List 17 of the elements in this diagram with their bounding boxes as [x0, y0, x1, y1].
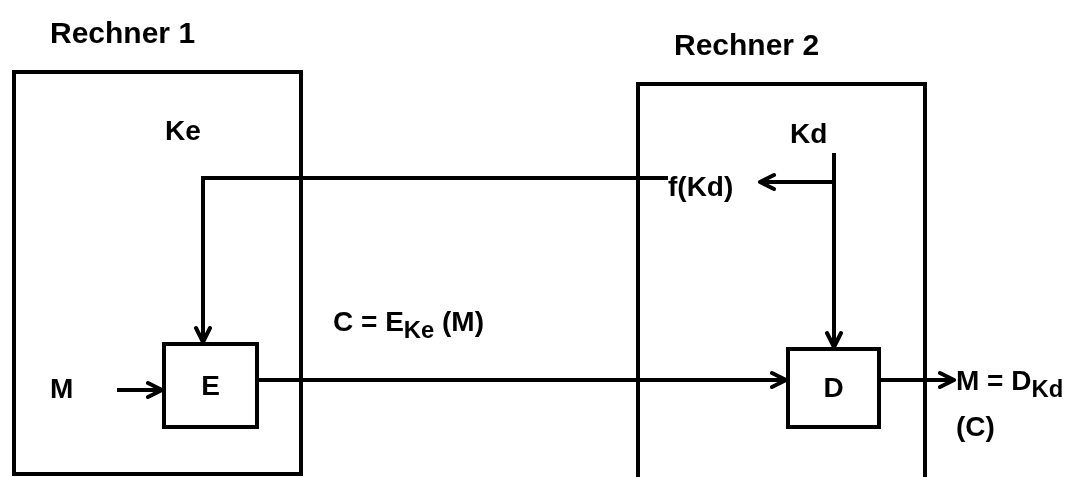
arrow: [259, 371, 788, 389]
text-label: M = D$_{Kd}$ (C): [956, 358, 1080, 458]
box-heading: Rechner 2: [674, 28, 820, 62]
edge-label: C = E$_{Ke}$ (M): [333, 306, 484, 338]
box-label: D: [823, 372, 844, 404]
text-label: Ke: [165, 115, 201, 147]
arrow: [825, 153, 843, 349]
box-heading: Rechner 1: [50, 16, 196, 50]
process-box: [162, 342, 259, 429]
arrow: [881, 371, 956, 389]
text-label: Kd: [790, 117, 846, 151]
box-label: E: [201, 369, 220, 402]
arrow: [194, 176, 668, 344]
process-box: [786, 347, 881, 429]
text-label: f(Kd): [668, 170, 758, 204]
text-label: M: [50, 372, 86, 406]
arrow: [117, 381, 164, 399]
